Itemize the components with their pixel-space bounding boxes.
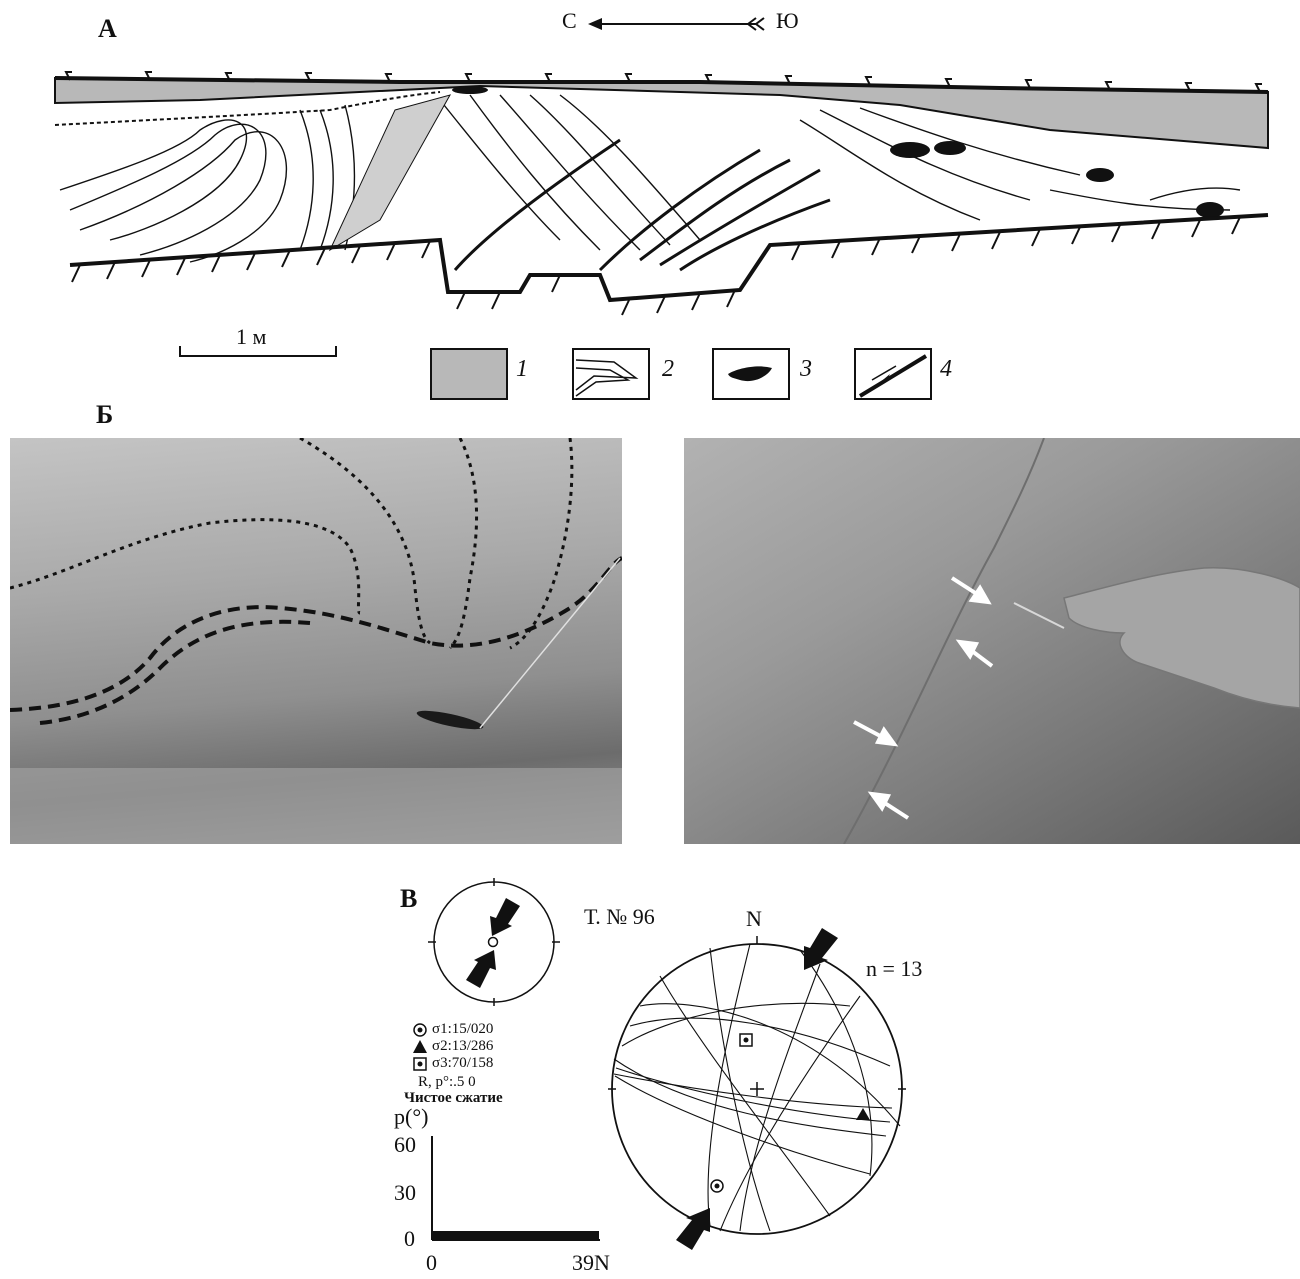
legend-swatch-fault [854, 348, 932, 400]
sigma3-symbol-icon [412, 1056, 428, 1072]
histogram-ytick-0: 0 [404, 1226, 415, 1252]
main-stereonet [600, 926, 910, 1278]
sigma2-symbol-icon [412, 1039, 428, 1055]
histogram-ytick-30: 30 [394, 1180, 416, 1206]
sigma1-text: σ1:15/020 [432, 1021, 493, 1038]
geological-section-drawing [0, 60, 1300, 320]
panel-v-label: В [400, 884, 417, 914]
small-stereonet [420, 878, 570, 1008]
panel-b-label: Б [96, 400, 113, 430]
outcrop-photo-right [684, 438, 1300, 844]
legend-number-1: 1 [516, 356, 528, 383]
legend-swatch-layer-boundaries [572, 348, 650, 400]
scale-bar-label: 1 м [236, 324, 266, 350]
legend-swatch-black-lens [712, 348, 790, 400]
legend-number-4: 4 [940, 356, 952, 383]
sigma2-text: σ2:13/286 [432, 1038, 493, 1055]
sigma3-text: σ3:70/158 [432, 1055, 493, 1072]
histogram-y-label: p(°) [394, 1104, 428, 1130]
legend-number-2: 2 [662, 356, 674, 383]
legend-swatch-shaded-layer [430, 348, 508, 400]
legend-number-3: 3 [800, 356, 812, 383]
north-direction-label: С [562, 8, 577, 34]
histogram-plot [428, 1136, 608, 1246]
sigma1-symbol-icon [412, 1022, 428, 1038]
outcrop-photo-left [10, 438, 622, 844]
histogram-ytick-60: 60 [394, 1132, 416, 1158]
r-value-text: R, p°:.5 0 [418, 1074, 476, 1091]
panel-a-label: А [98, 14, 117, 44]
south-direction-label: Ю [776, 8, 799, 34]
histogram-bar [433, 1231, 599, 1240]
direction-arrow-icon [588, 12, 768, 36]
histogram-xtick-0: 0 [426, 1250, 437, 1276]
